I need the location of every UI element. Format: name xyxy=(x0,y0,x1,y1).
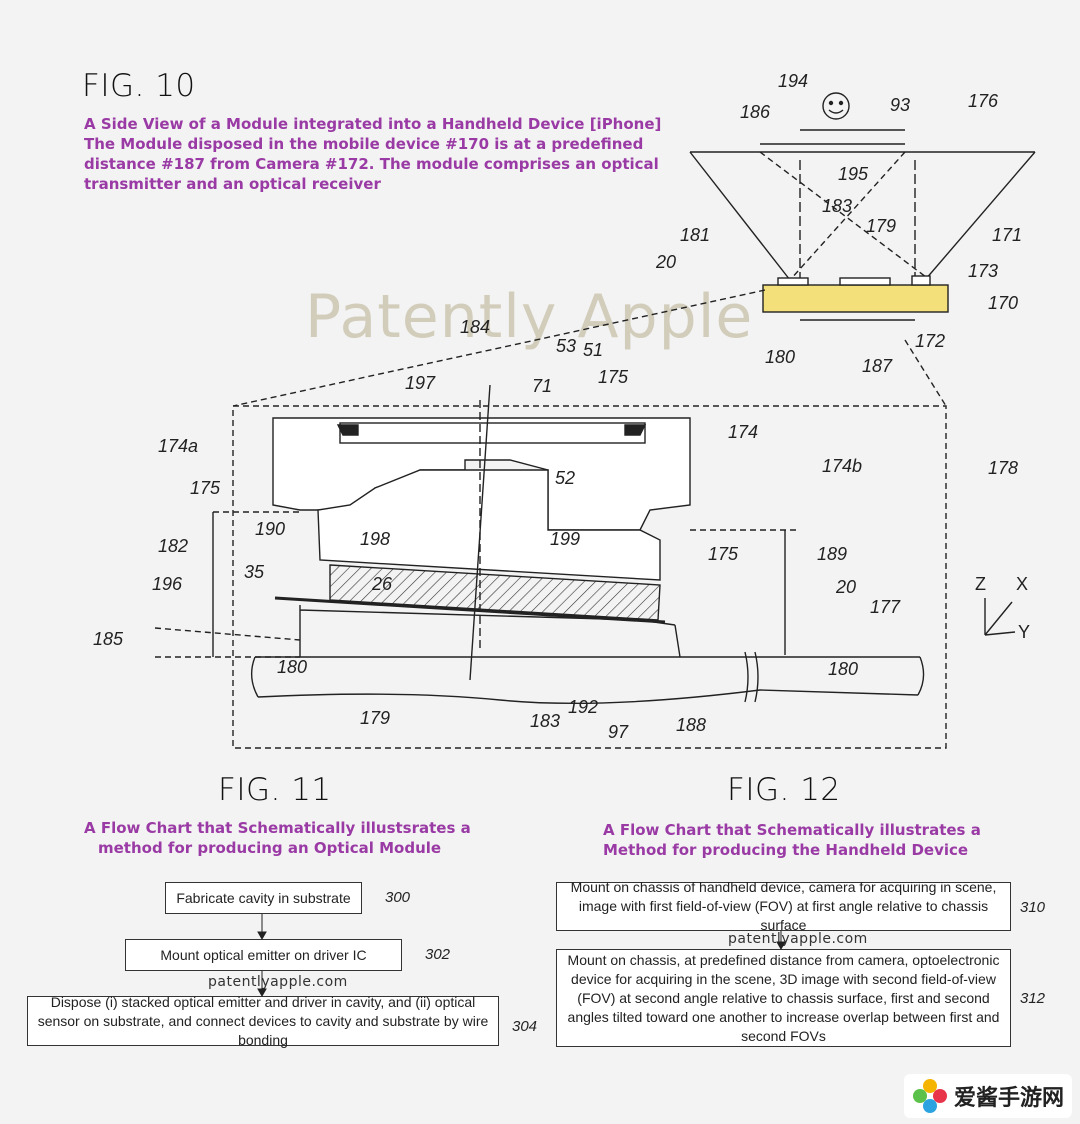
ref-195: 195 xyxy=(838,164,869,184)
ref-182: 182 xyxy=(158,536,188,556)
ref-174b: 174b xyxy=(822,456,862,476)
ref-173: 173 xyxy=(968,261,998,281)
fig12-arrows xyxy=(776,931,786,951)
caption-line: A Side View of a Module integrated into … xyxy=(84,115,662,133)
ref-192: 192 xyxy=(568,697,598,717)
flow-step-310: Mount on chassis of handheld device, cam… xyxy=(556,879,1011,933)
ref-196: 196 xyxy=(152,574,183,594)
caption-line: A Flow Chart that Schematically illustra… xyxy=(603,821,981,839)
axis-y: Y xyxy=(1018,622,1030,642)
ref-175b: 175 xyxy=(190,478,221,498)
ref-181: 181 xyxy=(680,225,710,245)
flow-step-300: Fabricate cavity in substrate xyxy=(165,882,362,914)
caption-line: Method for producing the Handheld Device xyxy=(603,841,969,859)
ref-175: 175 xyxy=(598,367,629,387)
site-watermark: patentlyapple.com xyxy=(208,974,348,990)
detail-box-178 xyxy=(232,405,947,749)
ref-194: 194 xyxy=(778,71,808,91)
fig12-caption: A Flow Chart that Schematically illustra… xyxy=(603,820,981,860)
site-logo: 爱酱手游网 xyxy=(903,1074,1072,1118)
ref-51: 51 xyxy=(583,340,603,360)
fig10-title: FIG. 10 xyxy=(82,68,196,104)
device-view xyxy=(232,92,1036,407)
caption-line: transmitter and an optical receiver xyxy=(84,175,381,193)
ref-312: 312 xyxy=(1020,990,1046,1007)
ref-175c: 175 xyxy=(708,544,739,564)
watermark: Patently Apple xyxy=(305,282,754,352)
ref-20: 20 xyxy=(655,252,676,272)
ref-304: 304 xyxy=(512,1018,538,1035)
flow-step-312: Mount on chassis, at predefined distance… xyxy=(556,949,1011,1047)
ref-172: 172 xyxy=(915,331,945,351)
ref-199: 199 xyxy=(550,529,580,549)
ref-180: 180 xyxy=(765,347,795,367)
caption-line: method for producing an Optical Module xyxy=(98,839,442,857)
ref-26: 26 xyxy=(371,574,393,594)
ref-184: 184 xyxy=(460,317,490,337)
logo-text: 爱酱手游网 xyxy=(953,1086,1064,1111)
ref-180c: 180 xyxy=(828,659,858,679)
axis-z: Z xyxy=(975,574,986,594)
ref-302: 302 xyxy=(425,946,451,963)
ref-185: 185 xyxy=(93,629,124,649)
ref-71: 71 xyxy=(532,376,552,396)
fig10-diagram: 194 93 176 186 195 183 179 181 171 20 17… xyxy=(93,71,1036,749)
fig10-caption: A Side View of a Module integrated into … xyxy=(84,114,661,194)
pinwheel-logo-icon xyxy=(912,1079,947,1113)
ref-174a: 174a xyxy=(158,436,198,456)
fig11-title: FIG. 11 xyxy=(218,772,332,808)
fig11-arrows xyxy=(257,914,267,998)
ref-170: 170 xyxy=(988,293,1018,313)
flow-step-302: Mount optical emitter on driver IC xyxy=(125,939,402,971)
ref-177: 177 xyxy=(870,597,901,617)
ref-300: 300 xyxy=(385,889,411,906)
ref-183: 183 xyxy=(822,196,852,216)
fig11-caption: A Flow Chart that Schematically illustsr… xyxy=(84,818,471,858)
ref-197: 197 xyxy=(405,373,436,393)
ref-180b: 180 xyxy=(277,657,307,677)
ref-171: 171 xyxy=(992,225,1022,245)
ref-179b: 179 xyxy=(360,708,390,728)
ref-190: 190 xyxy=(255,519,285,539)
axis-x: X xyxy=(1016,574,1028,594)
ref-174: 174 xyxy=(728,422,758,442)
ref-183b: 183 xyxy=(530,711,560,731)
caption-line: The Module disposed in the mobile device… xyxy=(84,135,644,153)
caption-line: A Flow Chart that Schematically illustsr… xyxy=(84,819,471,837)
ref-189: 189 xyxy=(817,544,847,564)
ref-97: 97 xyxy=(608,722,629,742)
ref-186: 186 xyxy=(740,102,771,122)
ref-188: 188 xyxy=(676,715,706,735)
emitter-26 xyxy=(329,564,661,621)
ref-20b: 20 xyxy=(835,577,856,597)
flow-step-304: Dispose (i) stacked optical emitter and … xyxy=(27,994,499,1048)
ref-310: 310 xyxy=(1020,899,1046,916)
caption-line: distance #187 from Camera #172. The modu… xyxy=(84,155,659,173)
smiley-face-icon xyxy=(822,92,850,120)
ref-178: 178 xyxy=(988,458,1018,478)
site-watermark: patentlyapple.com xyxy=(728,931,868,947)
ref-176: 176 xyxy=(968,91,999,111)
ref-93: 93 xyxy=(890,95,910,115)
ref-53: 53 xyxy=(556,336,576,356)
ref-35: 35 xyxy=(244,562,265,582)
ref-198: 198 xyxy=(360,529,390,549)
ref-187: 187 xyxy=(862,356,893,376)
ref-179: 179 xyxy=(866,216,896,236)
fig12-title: FIG. 12 xyxy=(727,772,841,808)
ref-52: 52 xyxy=(555,468,575,488)
